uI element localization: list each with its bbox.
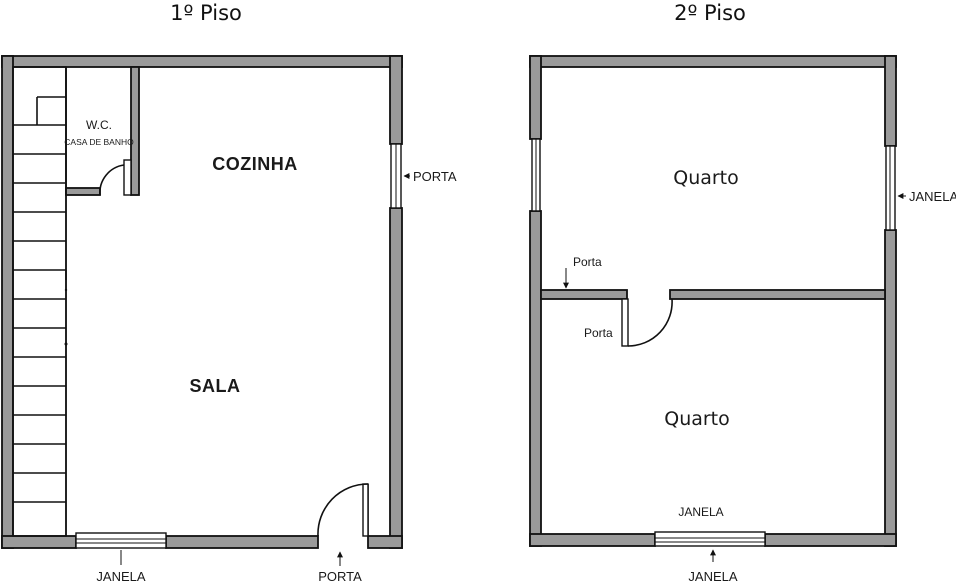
wc-walls bbox=[65, 66, 140, 196]
floor-1-title: 1º Piso bbox=[170, 1, 242, 25]
room-label-wc: W.C. bbox=[86, 118, 112, 132]
floor-2-left-window bbox=[531, 138, 541, 212]
room-label-quarto-bottom: Quarto bbox=[664, 408, 730, 430]
label-bottom-door: PORTA bbox=[318, 569, 362, 583]
floor-1-plan: 1º Piso bbox=[1, 1, 457, 583]
floor-1-outer-walls bbox=[1, 55, 403, 549]
floor-2-middle-wall bbox=[540, 289, 886, 347]
floor-2-plan: 2º Piso bbox=[529, 1, 956, 583]
floor-1-bottom-door bbox=[317, 483, 369, 537]
floor-2-right-window bbox=[885, 145, 896, 231]
label-bottom-window-2: JANELA bbox=[688, 569, 737, 583]
label-inner-window: JANELA bbox=[678, 505, 723, 519]
floor-1-right-door bbox=[390, 143, 402, 209]
room-label-kitchen: COZINHA bbox=[212, 154, 298, 174]
room-label-living: SALA bbox=[190, 376, 241, 396]
floor-2-outer-walls bbox=[529, 55, 897, 547]
label-door-top: Porta bbox=[573, 255, 602, 269]
room-label-quarto-top: Quarto bbox=[673, 167, 739, 189]
label-bottom-window: JANELA bbox=[96, 569, 145, 583]
floor-2-title: 2º Piso bbox=[674, 1, 746, 25]
label-right-door: PORTA bbox=[413, 169, 457, 184]
floor-2-bottom-window bbox=[654, 531, 766, 547]
room-label-wc-sub: CASA DE BANHO bbox=[64, 137, 134, 147]
staircase bbox=[12, 66, 67, 537]
floor-1-bottom-window bbox=[75, 532, 167, 549]
label-door-mid: Porta bbox=[584, 326, 613, 340]
label-right-window: JANELA bbox=[909, 189, 956, 204]
stair-wall-marks bbox=[64, 270, 68, 346]
